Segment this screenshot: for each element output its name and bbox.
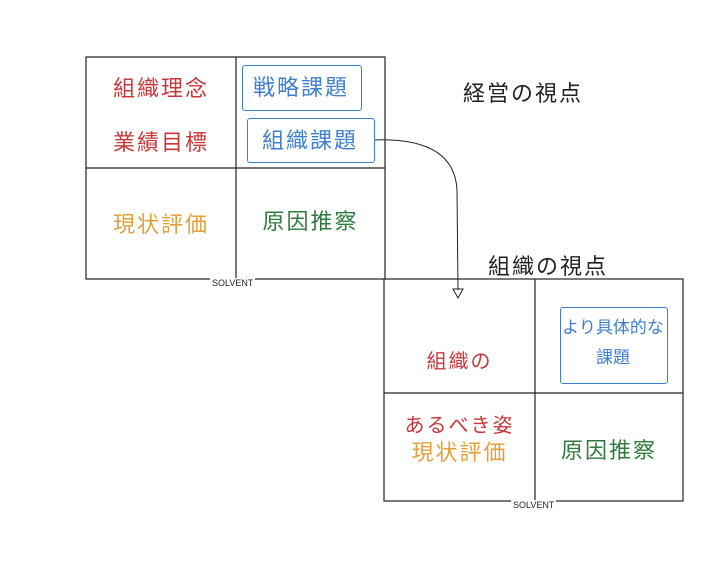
text-org-issues: 組織課題 bbox=[261, 129, 358, 154]
text-cause-inference-2: 原因推察 bbox=[560, 439, 657, 464]
box-org-issues bbox=[247, 118, 375, 163]
text-current-evaluation-1: 現状評価 bbox=[112, 213, 209, 238]
credit-label-2: SOLVENT bbox=[511, 500, 557, 510]
text-current-evaluation-2: 現状評価 bbox=[411, 441, 508, 466]
text-org-ideal: 組織の あるべき姿 bbox=[384, 313, 535, 441]
text-org-philosophy: 組織理念 bbox=[112, 77, 209, 102]
text-cause-inference-1: 原因推察 bbox=[262, 210, 359, 235]
heading-organization-view: 組織の視点 bbox=[488, 255, 609, 280]
text-strategic-issues: 戦略課題 bbox=[252, 76, 349, 101]
text-org-ideal-line1: 組織の bbox=[426, 349, 493, 373]
box-specific-issues bbox=[560, 307, 668, 384]
text-org-ideal-line2: あるべき姿 bbox=[404, 413, 515, 437]
text-specific-issues: より具体的な 課題 bbox=[562, 318, 664, 368]
heading-management-view: 経営の視点 bbox=[463, 82, 584, 107]
credit-label-1: SOLVENT bbox=[210, 278, 256, 288]
box-strategic-issues bbox=[242, 65, 362, 111]
text-performance-target: 業績目標 bbox=[112, 131, 209, 156]
connector-arrow bbox=[371, 139, 464, 300]
